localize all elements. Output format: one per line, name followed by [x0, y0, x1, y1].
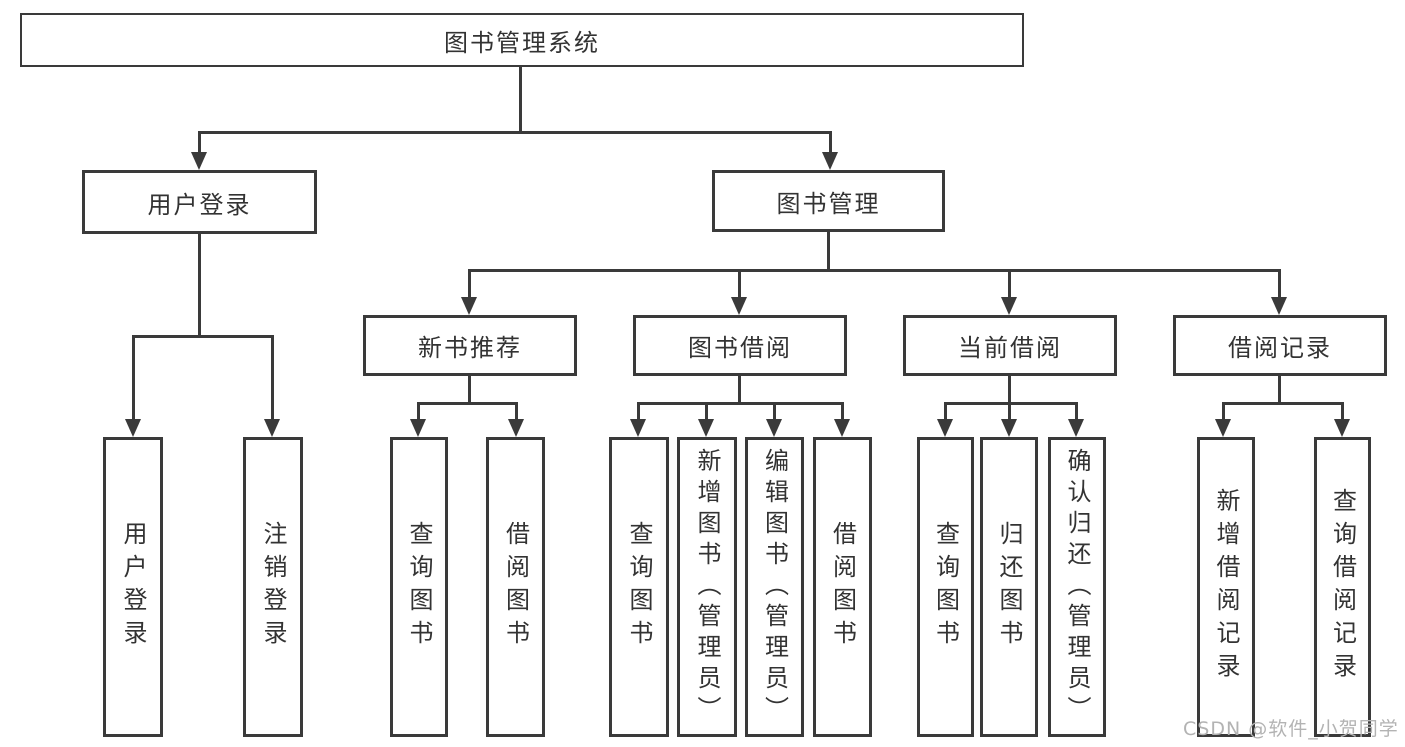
- leaf-edit-books-admin-label: 编辑图书（管理员）: [760, 447, 789, 727]
- connector-line: [1008, 376, 1011, 405]
- leaf-user-login: 用户登录: [103, 437, 163, 737]
- connector-line: [1075, 402, 1078, 421]
- connector-line: [468, 269, 471, 299]
- arrowhead-icon: [731, 297, 747, 315]
- arrowhead-icon: [1001, 419, 1017, 437]
- node-book-management: 图书管理: [712, 170, 945, 232]
- leaf-add-borrow-record-label: 新增借阅记录: [1212, 488, 1240, 686]
- node-root: 图书管理系统: [20, 13, 1024, 67]
- leaf-borrow-books-label: 借阅图书: [828, 521, 857, 653]
- connector-line: [132, 335, 274, 338]
- connector-line: [841, 402, 844, 421]
- connector-line: [519, 67, 522, 133]
- leaf-borrow-books: 借阅图书: [813, 437, 872, 737]
- node-borrowing-records-label: 借阅记录: [1228, 334, 1332, 362]
- leaf-query-books-current: 查询图书: [917, 437, 974, 737]
- csdn-watermark: CSDN @软件_小贺同学: [1183, 718, 1399, 740]
- arrowhead-icon: [461, 297, 477, 315]
- arrowhead-icon: [410, 419, 426, 437]
- connector-line: [1222, 402, 1225, 421]
- leaf-query-books-current-label: 查询图书: [931, 521, 960, 653]
- connector-line: [132, 335, 135, 421]
- connector-line: [468, 376, 471, 405]
- connector-line: [198, 131, 201, 153]
- leaf-query-borrow-record: 查询借阅记录: [1314, 437, 1371, 737]
- arrowhead-icon: [1334, 419, 1350, 437]
- connector-line: [829, 131, 832, 153]
- leaf-query-books-borrowing: 查询图书: [609, 437, 669, 737]
- leaf-borrow-books-recommend: 借阅图书: [486, 437, 545, 737]
- leaf-logout: 注销登录: [243, 437, 303, 737]
- node-current-borrowing: 当前借阅: [903, 315, 1117, 376]
- arrowhead-icon: [264, 419, 280, 437]
- leaf-query-books-recommend: 查询图书: [390, 437, 448, 737]
- leaf-query-books-borrowing-label: 查询图书: [625, 521, 653, 653]
- connector-line: [705, 402, 708, 421]
- arrowhead-icon: [1001, 297, 1017, 315]
- node-new-book-recommend-label: 新书推荐: [418, 334, 522, 362]
- arrowhead-icon: [1215, 419, 1231, 437]
- arrowhead-icon: [630, 419, 646, 437]
- connector-line: [1008, 269, 1011, 299]
- leaf-add-borrow-record: 新增借阅记录: [1197, 437, 1255, 737]
- leaf-edit-books-admin: 编辑图书（管理员）: [745, 437, 804, 737]
- leaf-logout-label: 注销登录: [259, 521, 287, 653]
- leaf-confirm-return-admin-label: 确认归还（管理员）: [1063, 447, 1091, 727]
- leaf-borrow-books-recommend-label: 借阅图书: [501, 521, 530, 653]
- node-user-login-label: 用户登录: [147, 190, 252, 219]
- arrowhead-icon: [1068, 419, 1084, 437]
- node-current-borrowing-label: 当前借阅: [958, 334, 1062, 362]
- leaf-return-books: 归还图书: [980, 437, 1038, 737]
- arrowhead-icon: [766, 419, 782, 437]
- connector-line: [198, 131, 832, 134]
- node-new-book-recommend: 新书推荐: [363, 315, 577, 376]
- connector-line: [827, 232, 830, 272]
- connector-line: [738, 269, 741, 299]
- connector-line: [468, 269, 1281, 272]
- connector-line: [1278, 269, 1281, 299]
- connector-line: [773, 402, 776, 421]
- arrowhead-icon: [698, 419, 714, 437]
- connector-line: [637, 402, 844, 405]
- arrowhead-icon: [822, 152, 838, 170]
- connector-line: [198, 234, 201, 338]
- connector-line: [1222, 402, 1343, 405]
- connector-line: [417, 402, 420, 421]
- leaf-add-books-admin-label: 新增图书（管理员）: [693, 447, 721, 727]
- node-book-borrowing-label: 图书借阅: [688, 334, 792, 362]
- leaf-user-login-label: 用户登录: [119, 521, 147, 653]
- arrowhead-icon: [125, 419, 141, 437]
- connector-line: [1341, 402, 1344, 421]
- arrowhead-icon: [1271, 297, 1287, 315]
- leaf-query-books-recommend-label: 查询图书: [405, 521, 433, 653]
- connector-line: [1278, 376, 1281, 405]
- leaf-add-books-admin: 新增图书（管理员）: [677, 437, 737, 737]
- connector-line: [1008, 402, 1011, 421]
- leaf-return-books-label: 归还图书: [995, 521, 1023, 653]
- arrowhead-icon: [508, 419, 524, 437]
- arrowhead-icon: [937, 419, 953, 437]
- leaf-query-borrow-record-label: 查询借阅记录: [1328, 488, 1357, 686]
- connector-line: [637, 402, 640, 421]
- connector-line: [738, 376, 741, 405]
- connector-line: [944, 402, 947, 421]
- arrowhead-icon: [834, 419, 850, 437]
- connector-line: [417, 402, 518, 405]
- node-book-borrowing: 图书借阅: [633, 315, 847, 376]
- arrowhead-icon: [191, 152, 207, 170]
- node-book-management-label: 图书管理: [776, 189, 881, 218]
- connector-line: [515, 402, 518, 421]
- connector-line: [271, 335, 274, 421]
- node-user-login: 用户登录: [82, 170, 317, 234]
- node-borrowing-records: 借阅记录: [1173, 315, 1387, 376]
- node-root-label: 图书管理系统: [444, 28, 600, 57]
- leaf-confirm-return-admin: 确认归还（管理员）: [1048, 437, 1106, 737]
- connector-line: [944, 402, 1078, 405]
